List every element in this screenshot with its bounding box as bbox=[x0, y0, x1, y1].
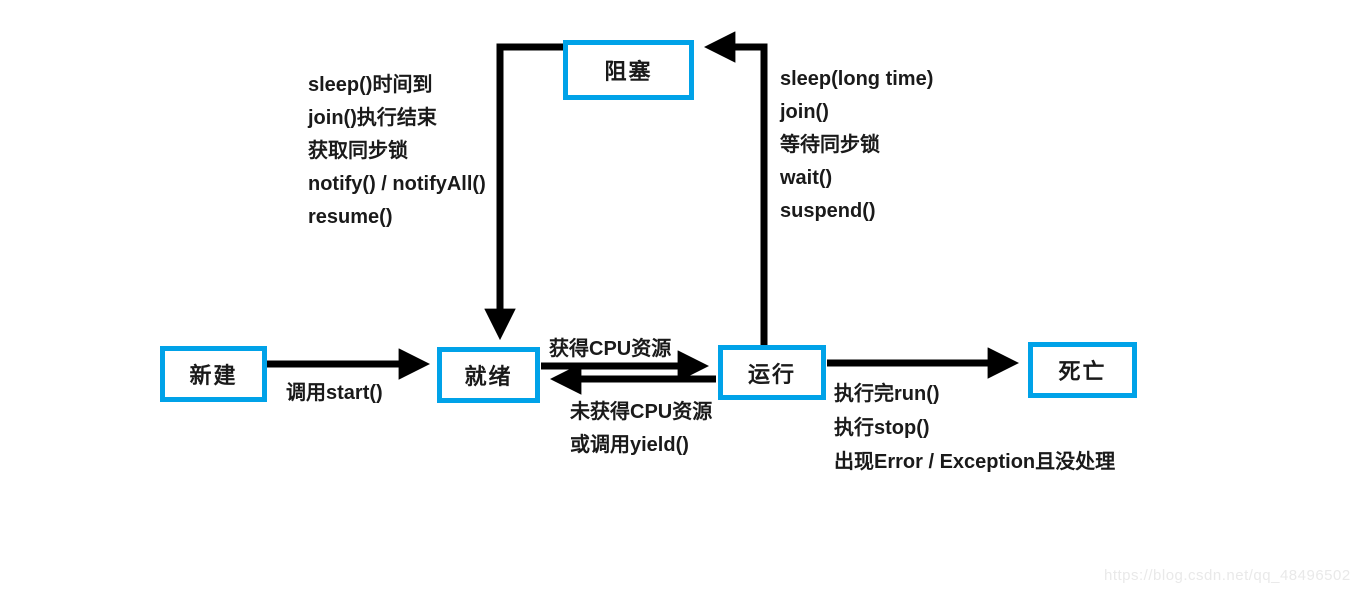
state-label-running: 运行 bbox=[747, 361, 796, 387]
label-line: 执行完run() bbox=[834, 383, 940, 405]
label-line: 出现Error / Exception且没处理 bbox=[834, 451, 1116, 473]
label-line: suspend() bbox=[780, 200, 876, 222]
label-line: 未获得CPU资源 bbox=[570, 401, 713, 423]
state-label-ready: 就绪 bbox=[464, 364, 513, 389]
state-box-ready: 就绪 bbox=[437, 347, 540, 403]
watermark-url: https://blog.csdn.net/qq_48496502 bbox=[1104, 567, 1351, 584]
label-line: 或调用yield() bbox=[570, 434, 689, 456]
state-box-running: 运行 bbox=[718, 345, 826, 400]
label-line: notify() / notifyAll() bbox=[308, 173, 486, 195]
label-running-to-dead-reasons: 执行完run() 执行stop() 出现Error / Exception且没处… bbox=[834, 377, 1115, 479]
label-running-to-blocked-reasons: sleep(long time) join() 等待同步锁 wait() sus… bbox=[780, 63, 933, 228]
label-line: 等待同步锁 bbox=[780, 134, 880, 156]
label-line: 执行stop() bbox=[834, 417, 930, 439]
state-box-blocked: 阻塞 bbox=[563, 40, 694, 100]
state-label-blocked: 阻塞 bbox=[604, 59, 653, 84]
label-line: join()执行结束 bbox=[308, 107, 437, 129]
arrow-blocked-to-ready bbox=[484, 43, 563, 341]
state-box-new: 新建 bbox=[160, 346, 267, 402]
state-label-new: 新建 bbox=[189, 363, 238, 388]
label-line: join() bbox=[780, 101, 829, 123]
label-lose-cpu: 未获得CPU资源 或调用yield() bbox=[570, 396, 712, 462]
state-label-dead: 死亡 bbox=[1058, 359, 1107, 384]
label-blocked-to-ready-reasons: sleep()时间到 join()执行结束 获取同步锁 notify() / n… bbox=[308, 69, 486, 234]
label-line: wait() bbox=[780, 167, 833, 189]
label-line: sleep(long time) bbox=[780, 68, 934, 90]
label-line: resume() bbox=[308, 206, 393, 228]
state-box-dead: 死亡 bbox=[1028, 342, 1137, 398]
arrow-running-to-blocked bbox=[703, 31, 768, 345]
label-get-cpu: 获得CPU资源 bbox=[549, 338, 672, 360]
label-call-start: 调用start() bbox=[286, 382, 383, 404]
label-line: sleep()时间到 bbox=[308, 74, 433, 96]
label-line: 获取同步锁 bbox=[308, 140, 408, 162]
